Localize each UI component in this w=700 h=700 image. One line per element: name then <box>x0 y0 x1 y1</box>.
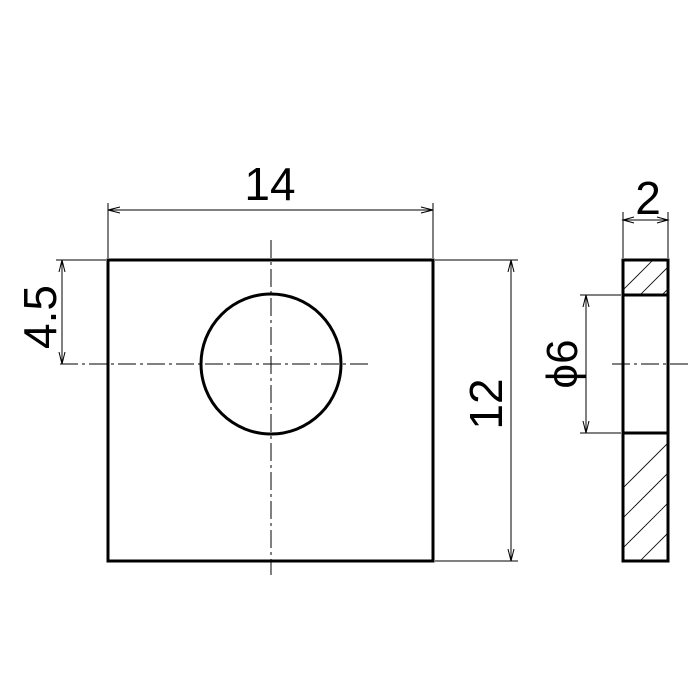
hole-offset-dimension-label: 4.5 <box>14 285 66 349</box>
width-dimension-label: 14 <box>244 158 295 210</box>
side-view: 2 ϕ6 <box>538 172 690 563</box>
height-dimension <box>435 259 518 562</box>
hole-diameter-dimension-label: ϕ6 <box>538 339 587 388</box>
hole-offset-dimension <box>56 259 106 365</box>
section-hatching-top <box>623 260 668 294</box>
section-hatching-bottom <box>623 442 668 560</box>
side-outline <box>621 258 670 563</box>
hole-diameter-dimension <box>580 294 621 434</box>
width-dimension <box>107 203 434 258</box>
height-dimension-label: 12 <box>460 378 512 429</box>
thickness-dimension-label: 2 <box>635 172 661 224</box>
thickness-dimension <box>621 212 670 258</box>
front-view: 14 12 4.5 <box>14 158 518 575</box>
